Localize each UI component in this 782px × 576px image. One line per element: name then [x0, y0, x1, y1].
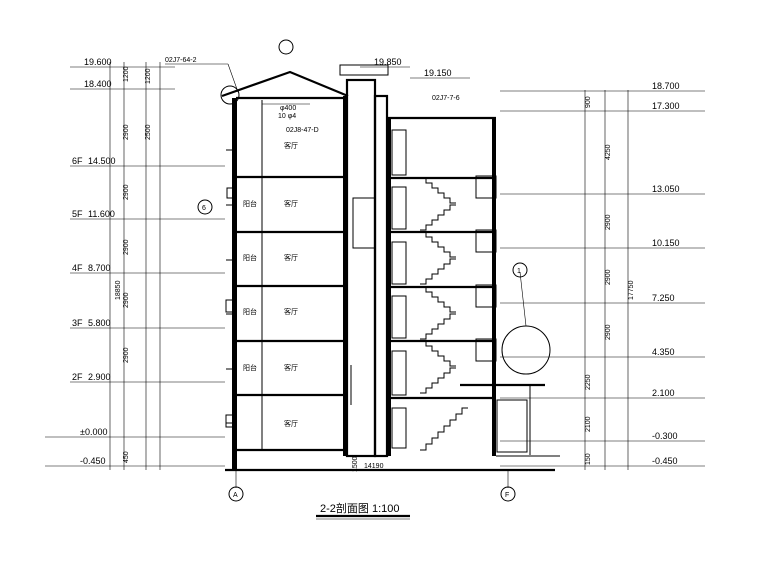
note-02j7-7-6: 02J7-7-6	[432, 95, 460, 102]
right-dimension-column	[500, 90, 705, 470]
level-8700: 8.700	[88, 263, 111, 273]
left-dimension-column	[45, 62, 225, 470]
dim-bottom-14190: 14190	[364, 463, 384, 470]
room-living-6f: 客厅	[284, 141, 298, 150]
floor-6f-tag: 6F	[72, 156, 83, 166]
room-living-5f: 客厅	[284, 199, 298, 208]
dim-right-2: 4250	[605, 144, 612, 160]
dim-left-4: 2500	[145, 124, 152, 140]
room-balcony-3f: 阳台	[243, 307, 257, 316]
level-r-17300: 17.300	[652, 101, 680, 111]
pitched-roof	[221, 70, 349, 98]
left-exterior-wall	[232, 98, 237, 470]
room-living-3f: 客厅	[284, 307, 298, 316]
callout-number-6: 6	[202, 205, 206, 212]
room-living-1f: 客厅	[284, 419, 298, 428]
title-text: 2-2剖面图 1:100	[320, 501, 399, 515]
level-r-minus-0450: -0.450	[652, 456, 678, 466]
detail-callout: 1 6	[197, 39, 551, 375]
floor-5f-tag: 5F	[72, 209, 83, 219]
top-levels: 19.850 19.150	[360, 57, 470, 79]
dim-left-2: 1200	[145, 68, 152, 84]
right-dimension-texts: 900 4250 2900 2900 2900 2250 2100 150 17…	[585, 96, 635, 465]
room-balcony-4f: 阳台	[243, 253, 257, 262]
dim-right-3: 2900	[605, 214, 612, 230]
dim-right-6: 2250	[585, 374, 592, 390]
level-18400: 18.400	[84, 79, 112, 89]
level-5800: 5.800	[88, 318, 111, 328]
level-minus-0450: -0.450	[80, 456, 106, 466]
axis-f-bubble	[500, 486, 516, 502]
level-r-18700: 18.700	[652, 81, 680, 91]
top-notes: 02J7-64-2 φ400 10 φ4 02J8-47-D 02J7-7-6	[165, 57, 460, 134]
callout-number-1: 1	[517, 268, 521, 275]
level-11600: 11.600	[88, 209, 115, 219]
level-r-7250: 7.250	[652, 293, 675, 303]
dim-right-5: 2900	[605, 324, 612, 340]
room-living-4f: 客厅	[284, 253, 298, 262]
core-shaft	[339, 64, 389, 458]
bottom-axes: A F 1500 14190	[228, 456, 516, 502]
dim-left-3: 2900	[123, 124, 130, 140]
dim-right-4: 2900	[605, 269, 612, 285]
right-level-labels: 18.700 17.300 13.050 10.150 7.250 4.350 …	[652, 81, 680, 466]
building-right-block	[387, 116, 560, 457]
dim-left-6: 2900	[123, 239, 130, 255]
floor-3f-tag: 3F	[72, 318, 83, 328]
level-19850: 19.850	[374, 57, 402, 67]
axis-a-bubble	[228, 486, 244, 502]
dim-right-8: 150	[585, 453, 592, 465]
dim-left-total: 18850	[115, 280, 122, 300]
note-02j8-47-d: 02J8-47-D	[286, 127, 319, 134]
detail-circle	[501, 325, 551, 375]
floor-2f-tag: 2F	[72, 372, 83, 382]
dim-left-9: 450	[123, 451, 130, 463]
note-02j7-64-2: 02J7-64-2	[165, 57, 197, 64]
floor-4f-tag: 4F	[72, 263, 83, 273]
room-labels: 客厅 客厅 客厅 客厅 客厅 客厅 阳台 阳台 阳台 阳台	[243, 141, 298, 428]
level-r-13050: 13.050	[652, 184, 680, 194]
axis-f-label: F	[505, 492, 509, 499]
room-balcony-2f: 阳台	[243, 363, 257, 372]
drawing-title: 2-2剖面图 1:100	[316, 501, 410, 520]
note-10phi4: 10 φ4	[278, 113, 296, 120]
left-dimension-texts: 1200 1200 2900 2500 2900 2900 2900 2900 …	[115, 66, 152, 463]
dim-bottom-1500: 1500	[352, 456, 359, 472]
level-r-2100: 2.100	[652, 388, 675, 398]
level-14500: 14.500	[88, 156, 116, 166]
level-19150: 19.150	[424, 68, 452, 78]
room-balcony-5f: 阳台	[243, 199, 257, 208]
dim-left-1: 1200	[123, 66, 130, 82]
dim-left-5: 2900	[123, 184, 130, 200]
level-r-minus-0300: -0.300	[652, 431, 678, 441]
dim-left-8: 2900	[123, 347, 130, 363]
dim-left-7: 2900	[123, 292, 130, 308]
note-phi400: φ400	[280, 105, 296, 112]
left-level-labels: 19.600 18.400 6F 14.500 5F 11.600 4F 8.7…	[72, 57, 116, 466]
level-0000: ±0.000	[80, 427, 107, 437]
level-2900: 2.900	[88, 372, 111, 382]
dim-right-total: 17750	[628, 280, 635, 300]
level-19600: 19.600	[84, 57, 112, 67]
dim-right-1: 900	[585, 96, 592, 108]
level-r-10150: 10.150	[652, 238, 680, 248]
axis-a-label: A	[233, 492, 238, 499]
room-living-2f: 客厅	[284, 363, 298, 372]
dim-right-7: 2100	[585, 416, 592, 432]
level-r-4350: 4.350	[652, 347, 675, 357]
